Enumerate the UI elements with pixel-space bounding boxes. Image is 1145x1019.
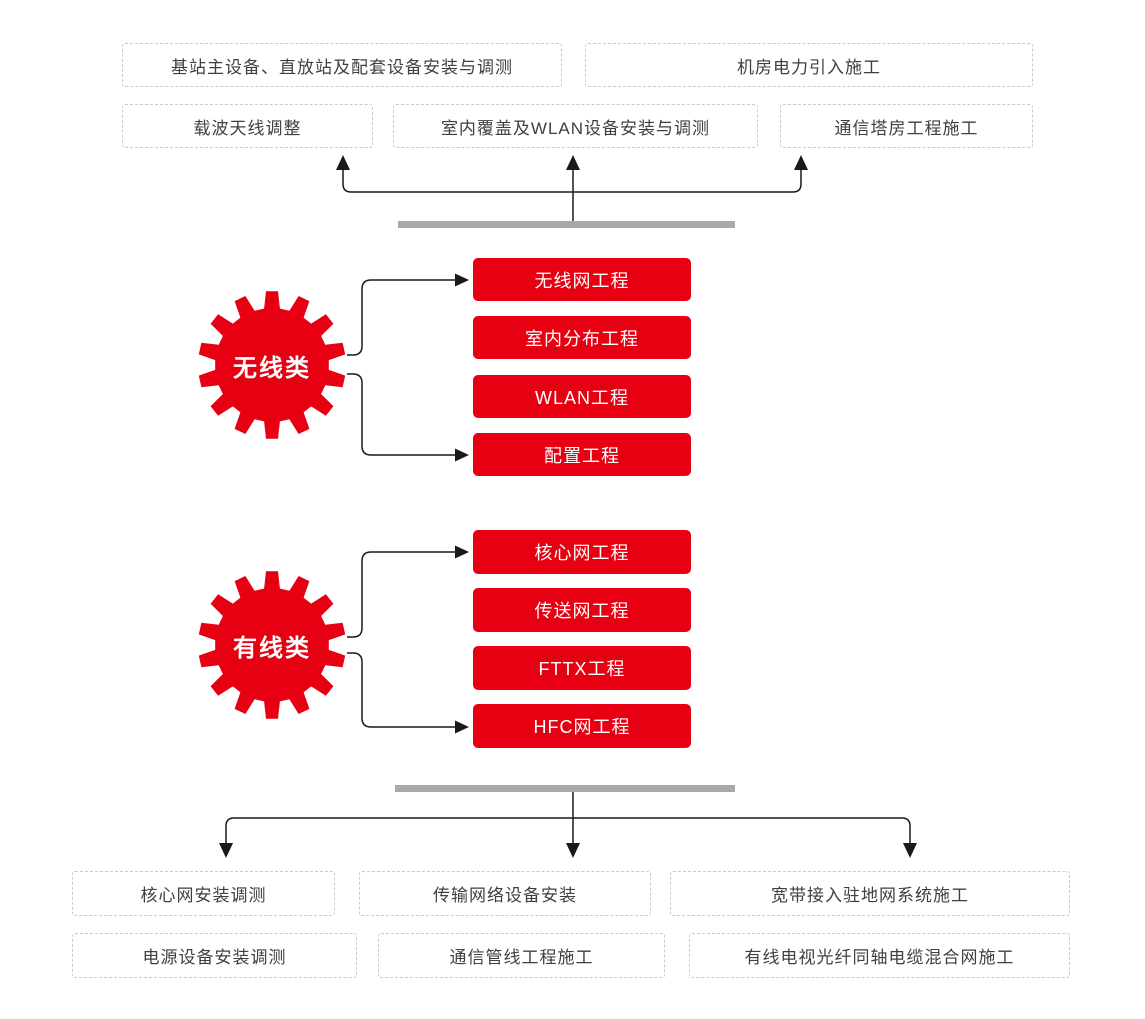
arrowhead-icon bbox=[455, 448, 469, 462]
arrowhead-icon bbox=[566, 155, 580, 170]
dashed-task-box: 电源设备安装调测 bbox=[72, 933, 357, 978]
connector-line bbox=[347, 551, 457, 638]
dashed-task-box: 有线电视光纤同轴电缆混合网施工 bbox=[689, 933, 1070, 978]
dashed-task-box: 通信管线工程施工 bbox=[378, 933, 665, 978]
connector-line bbox=[347, 373, 457, 456]
connector-line bbox=[347, 279, 457, 356]
project-box: 室内分布工程 bbox=[473, 316, 691, 359]
dashed-task-box: 宽带接入驻地网系统施工 bbox=[670, 871, 1070, 916]
dashed-task-box: 载波天线调整 bbox=[122, 104, 373, 148]
project-box: 配置工程 bbox=[473, 433, 691, 476]
project-box: FTTX工程 bbox=[473, 646, 691, 690]
dashed-task-box: 通信塔房工程施工 bbox=[780, 104, 1033, 148]
project-box: WLAN工程 bbox=[473, 375, 691, 418]
arrowhead-icon bbox=[794, 155, 808, 170]
project-box: 无线网工程 bbox=[473, 258, 691, 301]
category-wired: 有线类 bbox=[187, 560, 357, 730]
connector-line bbox=[342, 168, 802, 193]
category-wireless: 无线类 bbox=[187, 280, 357, 450]
dashed-task-box: 基站主设备、直放站及配套设备安装与调测 bbox=[122, 43, 562, 87]
project-box: 传送网工程 bbox=[473, 588, 691, 632]
project-box: HFC网工程 bbox=[473, 704, 691, 748]
divider-bar-bottom bbox=[395, 785, 735, 792]
gear-shape bbox=[198, 291, 346, 439]
divider-bar-top bbox=[398, 221, 735, 228]
gear-icon bbox=[198, 291, 346, 439]
gear-shape bbox=[198, 571, 346, 719]
arrowhead-icon bbox=[455, 720, 469, 734]
arrowhead-icon bbox=[903, 843, 917, 858]
gear-icon bbox=[198, 571, 346, 719]
arrowhead-icon bbox=[336, 155, 350, 170]
arrowhead-icon bbox=[455, 273, 469, 287]
dashed-task-box: 机房电力引入施工 bbox=[585, 43, 1033, 87]
dashed-task-box: 核心网安装调测 bbox=[72, 871, 335, 916]
category-label: 有线类 bbox=[233, 634, 311, 662]
project-box: 核心网工程 bbox=[473, 530, 691, 574]
arrowhead-icon bbox=[566, 843, 580, 858]
dashed-task-box: 室内覆盖及WLAN设备安装与调测 bbox=[393, 104, 758, 148]
category-label: 无线类 bbox=[233, 354, 311, 382]
arrowhead-icon bbox=[219, 843, 233, 858]
connector-line bbox=[347, 652, 457, 728]
dashed-task-box: 传输网络设备安装 bbox=[359, 871, 651, 916]
arrowhead-icon bbox=[455, 545, 469, 559]
connector-line bbox=[225, 817, 911, 845]
